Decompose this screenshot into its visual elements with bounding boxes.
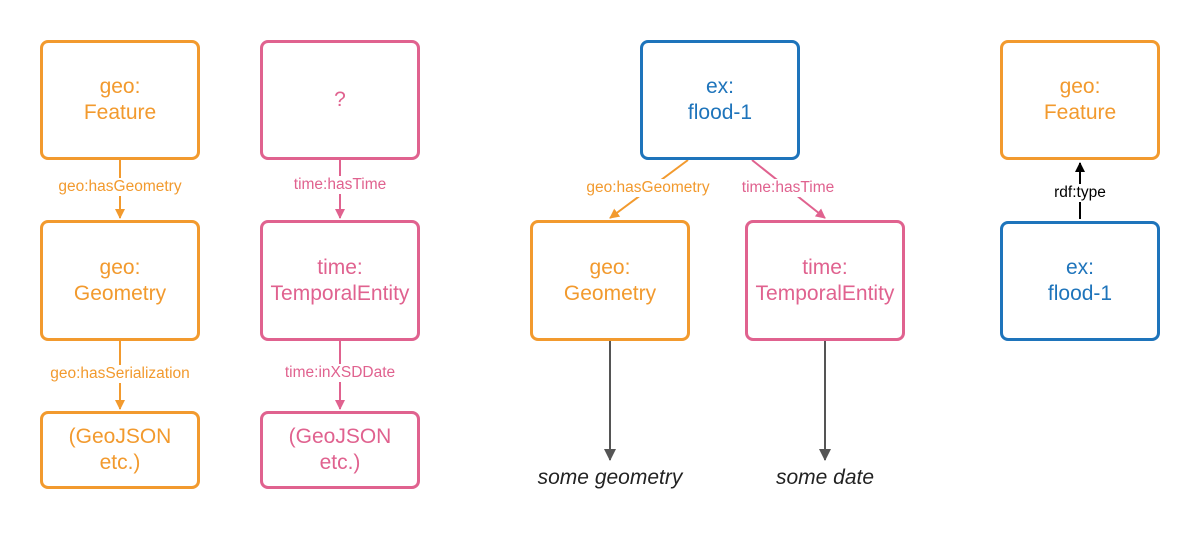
temporal-entity-box-1: time: TemporalEntity (260, 220, 420, 341)
box-label: geo: Geometry (73, 255, 167, 305)
box-label: (GeoJSON etc.) (288, 425, 392, 474)
box-label: ex: flood-1 (1047, 256, 1113, 305)
geo-feature-box-1: geo: Feature (40, 40, 200, 160)
label-has-serialization: geo:hasSerialization (48, 365, 192, 383)
geo-feature-box-2: geo: Feature (1000, 40, 1160, 160)
label-rdf-type: rdf:type (1052, 184, 1108, 202)
box-label: geo: Feature (83, 75, 157, 124)
box-label: geo: Feature (1043, 75, 1117, 124)
label-has-time-2: time:hasTime (739, 179, 837, 197)
geojson-box-1: (GeoJSON etc.) (40, 411, 200, 489)
unknown-box: ? (260, 40, 420, 160)
box-label: ex: flood-1 (687, 75, 753, 124)
geo-geometry-box-1: geo: Geometry (40, 220, 200, 341)
label-has-geometry-2: geo:hasGeometry (584, 179, 712, 197)
geo-geometry-box-2: geo: Geometry (530, 220, 690, 341)
geojson-box-2: (GeoJSON etc.) (260, 411, 420, 489)
flood-box-2: ex: flood-1 (1000, 221, 1160, 341)
literal-some-date: some date (775, 466, 875, 489)
box-label: time: TemporalEntity (755, 255, 895, 305)
box-label: ? (334, 88, 346, 111)
label-in-xsd-date: time:inXSDDate (282, 364, 398, 382)
label-has-time-1: time:hasTime (291, 176, 389, 194)
label-has-geometry-1: geo:hasGeometry (56, 178, 184, 196)
box-label: time: TemporalEntity (270, 255, 410, 305)
flood-box-1: ex: flood-1 (640, 40, 800, 160)
box-label: (GeoJSON etc.) (68, 425, 172, 474)
temporal-entity-box-2: time: TemporalEntity (745, 220, 905, 341)
box-label: geo: Geometry (563, 255, 657, 305)
literal-some-geometry: some geometry (537, 466, 683, 489)
